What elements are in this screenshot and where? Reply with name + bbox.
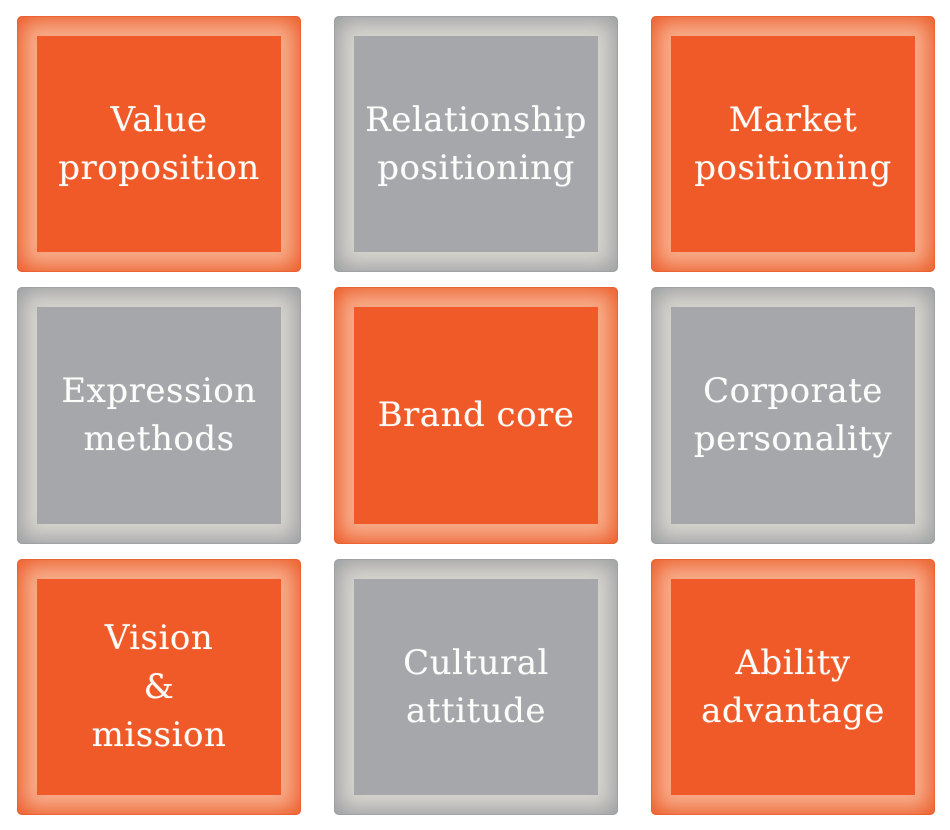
cell-ability-advantage-fill: Ability advantage xyxy=(671,578,915,795)
cell-expression-methods: Expression methods xyxy=(17,287,301,544)
cell-ability-advantage-label: Ability advantage xyxy=(701,642,885,731)
cell-value-proposition-fill: Value proposition xyxy=(37,36,281,253)
cell-value-proposition: Value proposition xyxy=(17,16,301,273)
cell-value-proposition-label: Value proposition xyxy=(58,99,260,189)
cell-cultural-attitude: Cultural attitude xyxy=(334,558,618,815)
cell-relationship-positioning: Relationship positioning xyxy=(334,16,618,273)
cell-ability-advantage: Ability advantage xyxy=(651,558,935,815)
cell-cultural-attitude-label: Cultural attitude xyxy=(403,642,549,731)
cell-brand-core: Brand core xyxy=(334,287,618,544)
cell-expression-methods-fill: Expression methods xyxy=(37,307,281,524)
cell-cultural-attitude-fill: Cultural attitude xyxy=(354,578,598,795)
cell-brand-core-label: Brand core xyxy=(377,395,575,436)
cell-relationship-positioning-label: Relationship positioning xyxy=(365,99,587,189)
cell-vision-mission-label: Vision & mission xyxy=(91,618,227,755)
cell-vision-mission-fill: Vision & mission xyxy=(37,578,281,795)
cell-brand-core-fill: Brand core xyxy=(354,307,598,524)
cell-vision-mission: Vision & mission xyxy=(17,558,301,815)
cell-market-positioning: Market positioning xyxy=(651,16,935,273)
cell-relationship-positioning-fill: Relationship positioning xyxy=(354,36,598,253)
cell-market-positioning-fill: Market positioning xyxy=(671,36,915,253)
cell-corporate-personality: Corporate personality xyxy=(651,287,935,544)
cell-expression-methods-label: Expression methods xyxy=(61,371,257,460)
cell-market-positioning-label: Market positioning xyxy=(694,99,892,189)
cell-corporate-personality-label: Corporate personality xyxy=(693,371,893,460)
cell-corporate-personality-fill: Corporate personality xyxy=(671,307,915,524)
